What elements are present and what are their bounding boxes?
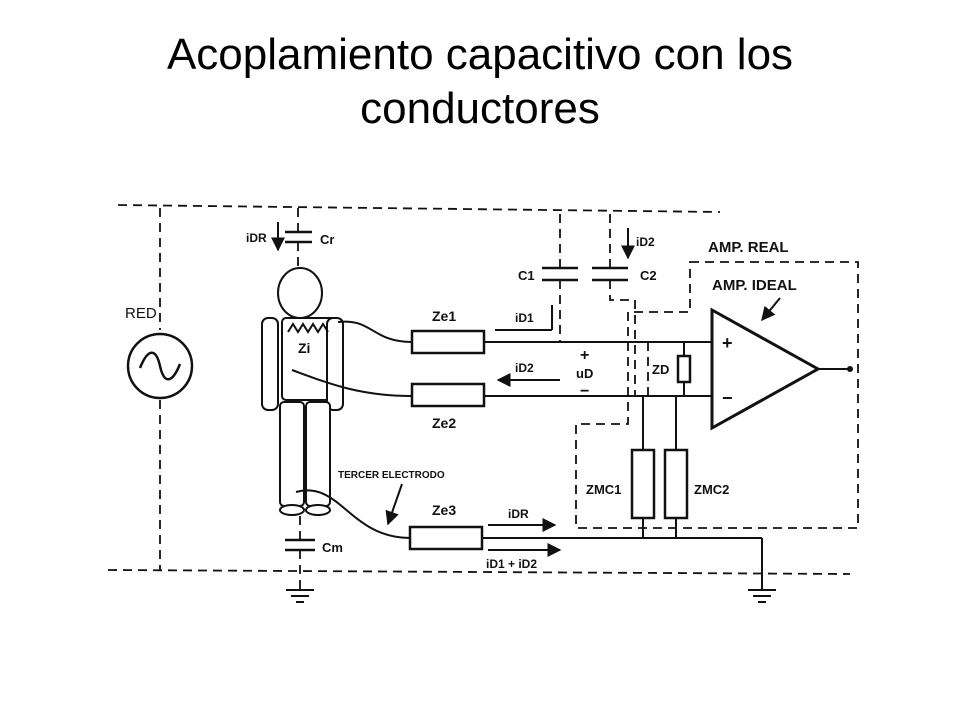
c1-label: C1 (518, 268, 535, 283)
slide-title: Acoplamiento capacitivo con los conducto… (0, 28, 960, 136)
c2-dashed-bottom (609, 280, 636, 396)
ze2-impedance (410, 382, 486, 408)
zmc2-impedance (663, 448, 689, 520)
zd-label: ZD (652, 362, 669, 377)
tercer-electrodo-pointer-icon (385, 483, 403, 526)
sine-wave-icon (138, 351, 182, 381)
red-label: RED (125, 305, 157, 322)
right-arm (326, 317, 344, 411)
title-line-2: conductores (360, 84, 600, 133)
cm-label: Cm (322, 540, 343, 555)
electrode-3-wire (295, 489, 411, 539)
id1-label: iD1 (515, 311, 534, 325)
human-figure (261, 267, 344, 516)
idr-label-bottom: iDR (508, 507, 529, 521)
ground-icon-right (748, 589, 776, 603)
op-amp-triangle-icon (710, 307, 822, 431)
op-amp-minus-sign: − (722, 388, 733, 408)
amp-real-boundary (575, 261, 859, 529)
cr-label: Cr (320, 232, 334, 247)
right-foot (305, 504, 331, 516)
electrode-1-wire (337, 320, 413, 343)
electrode-2-wire (291, 369, 413, 397)
mains-bottom-line (107, 569, 851, 575)
title-line-1: Acoplamiento capacitivo con los (166, 30, 794, 79)
ze3-label: Ze3 (432, 502, 456, 518)
mains-top-line (117, 204, 721, 213)
zmc2-label: ZMC2 (694, 482, 729, 497)
id2-label-top: iD2 (636, 235, 655, 249)
zd-impedance (676, 354, 692, 384)
ze1-label: Ze1 (432, 308, 456, 324)
sum-current-label: iD1 + iD2 (486, 557, 537, 571)
ze2-label: Ze2 (432, 415, 456, 431)
tercer-electrodo-label: TERCER ELECTRODO (338, 470, 445, 481)
ud-label: uD (576, 366, 593, 381)
op-amp-plus-sign: + (722, 333, 733, 353)
left-foot (279, 504, 305, 516)
amp-ideal-pointer-icon (761, 297, 781, 322)
amp-real-label: AMP. REAL (708, 239, 789, 256)
ze3-impedance (408, 525, 484, 551)
head (277, 267, 323, 319)
idr-label-top: iDR (246, 231, 267, 245)
zmc1-impedance (630, 448, 656, 520)
left-arm (261, 317, 279, 411)
amp-ideal-label: AMP. IDEAL (712, 277, 797, 294)
zi-label: Zi (298, 340, 310, 356)
plus-sign: + (580, 347, 589, 364)
ground-icon-left (286, 589, 314, 603)
minus-sign: − (580, 383, 589, 400)
c2-label: C2 (640, 268, 657, 283)
ze1-impedance (410, 329, 486, 355)
zmc1-label: ZMC1 (586, 482, 621, 497)
zi-resistor-zigzag (287, 322, 329, 334)
id2-label: iD2 (515, 361, 534, 375)
ac-source-icon (126, 332, 194, 400)
output-terminal (847, 366, 853, 372)
